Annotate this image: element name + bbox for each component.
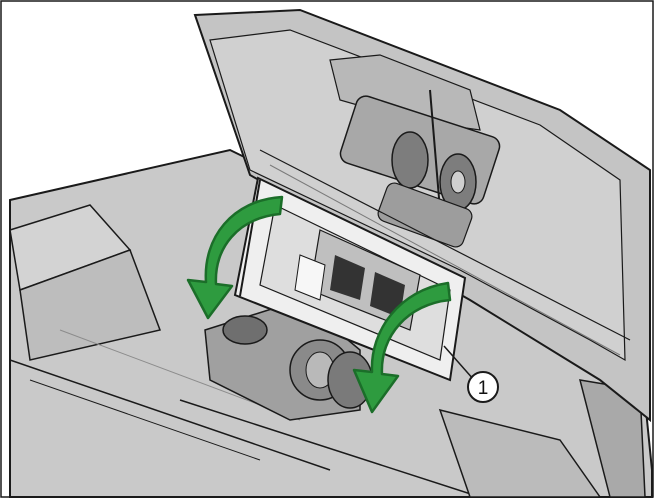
open-direction-arrow-left bbox=[186, 195, 284, 320]
upper-roller bbox=[339, 89, 501, 211]
callout-label: 1 bbox=[478, 378, 489, 399]
open-direction-arrow-right bbox=[352, 281, 452, 414]
lower-roller bbox=[204, 299, 373, 421]
callout-leader-line bbox=[443, 345, 475, 381]
callout-1: 1 bbox=[443, 345, 499, 403]
callout-circle bbox=[467, 371, 499, 403]
scanner-lid bbox=[193, 8, 651, 423]
